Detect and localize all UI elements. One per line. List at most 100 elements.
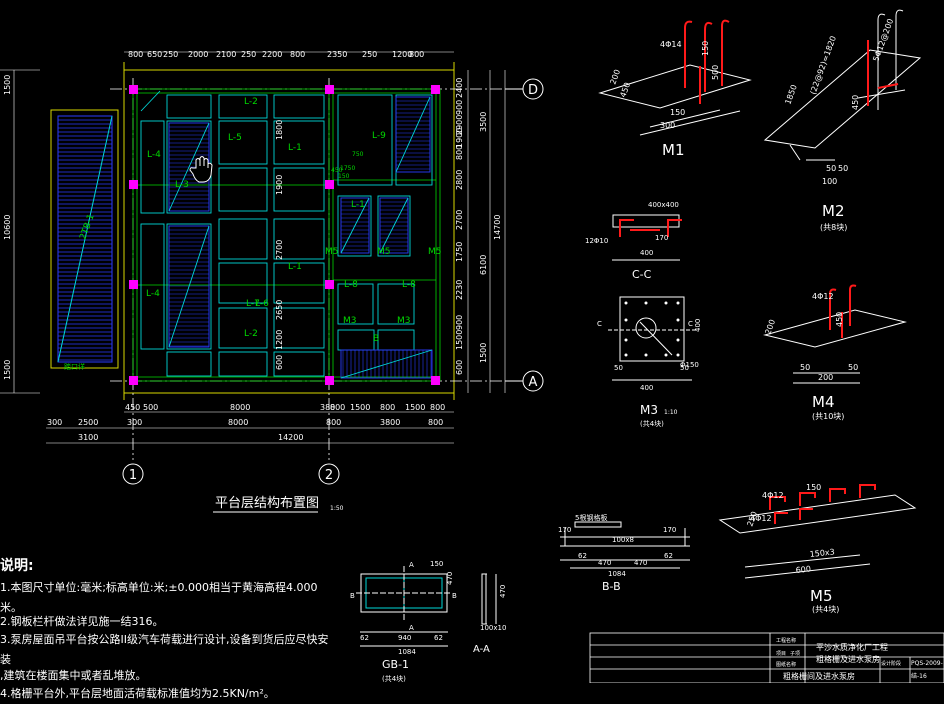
plan-title: 平台层结构布置图 xyxy=(215,496,319,511)
right-dim: 3500 xyxy=(479,112,488,132)
bottom-dim: 800 xyxy=(380,403,395,412)
gb-dim: B xyxy=(452,592,457,600)
bolt-hole xyxy=(664,353,668,357)
m5-dim: 4Φ12 xyxy=(762,491,784,500)
bottom-dim: 3100 xyxy=(78,433,98,442)
bottom-dim: 380 xyxy=(320,403,335,412)
top-dim: 1200 xyxy=(392,50,412,59)
m5-dim: 600 xyxy=(795,564,811,575)
beam-label: M3 xyxy=(397,316,411,326)
right-dim: 900 xyxy=(455,100,464,115)
gb-dim: 150 xyxy=(430,560,443,568)
right-dim: 1500 xyxy=(479,343,488,363)
tb-label-item: 项目 xyxy=(776,651,786,657)
top-dim: 2350 xyxy=(327,50,347,59)
gb-dim: A xyxy=(409,561,414,569)
right-dim: 2800 xyxy=(455,170,464,190)
m5-dim: 4Φ12 xyxy=(750,514,772,523)
bolt-hole xyxy=(624,338,628,342)
bb-dim: 5根钢格板 xyxy=(575,513,607,522)
top-dim: 800 xyxy=(128,50,143,59)
gb-sub: (共4块) xyxy=(382,674,406,683)
m1-dim: 4Φ14 xyxy=(660,40,682,49)
beam-label: L-8 xyxy=(344,280,358,290)
m4-dim: 200 xyxy=(763,318,777,335)
bolt-hole xyxy=(676,301,680,305)
hole-dim: 750 xyxy=(352,151,364,158)
detail-m3 xyxy=(608,296,698,381)
note-line: ,建筑在楼面集中或者乱堆放。 xyxy=(0,669,147,682)
beam-label: M3 xyxy=(343,316,357,326)
top-dim: 250 xyxy=(241,50,256,59)
detail-aa xyxy=(481,573,497,625)
m1-dim: 500 xyxy=(711,65,720,80)
hole-dim: 450 xyxy=(331,167,343,174)
m1-dim: 450 xyxy=(618,81,632,98)
bottom-dim: 800 xyxy=(330,403,345,412)
mid-dim: 1900 xyxy=(275,175,284,195)
top-dim: 2100 xyxy=(216,50,236,59)
mid-dim: 600 xyxy=(275,355,284,370)
axis-label-a: A xyxy=(529,375,538,390)
beam-label: L-9 xyxy=(372,131,386,141)
mid-dim: 2700 xyxy=(275,240,284,260)
m4-sub: (共10块) xyxy=(812,411,844,421)
gb-label: GB-1 xyxy=(382,658,409,671)
m1-dim: 150 xyxy=(701,41,710,56)
beam-label: L-1 xyxy=(288,262,302,272)
m2-dim: 100 xyxy=(822,177,837,186)
bb-dim: 62 xyxy=(664,552,673,560)
bb-dim: 1084 xyxy=(608,570,626,578)
m2-dim: (22@92)=1820 xyxy=(808,35,838,96)
m5-sub: (共4块) xyxy=(812,604,839,614)
right-dim: 1750 xyxy=(455,242,464,262)
tb-label-project: 工程名称 xyxy=(776,637,796,644)
top-dim: 800 xyxy=(290,50,305,59)
detail-bb xyxy=(560,521,690,569)
m4-label: M4 xyxy=(812,393,835,411)
bb-dim: 62 xyxy=(578,552,587,560)
tb-drawing2: 粗格栅间及进水泵房 xyxy=(783,671,855,681)
m2-dim: 5Φ12@200 xyxy=(871,17,895,62)
bb-label: B-B xyxy=(602,580,621,593)
bottom-dim: 3800 xyxy=(380,418,400,427)
bottom-dim: 8000 xyxy=(230,403,250,412)
note-line: 2.钢板栏杆做法详见施一结316。 xyxy=(0,615,164,628)
bottom-dim: 1500 xyxy=(405,403,425,412)
top-dim: 800 xyxy=(409,50,424,59)
tb-sheet: 结-16 xyxy=(911,672,927,680)
right-dim: 1500 xyxy=(455,330,464,350)
stair-label: 2TB-1 xyxy=(78,213,96,241)
right-dim: 1900 xyxy=(455,128,464,148)
top-dim: 650 xyxy=(147,50,162,59)
cc-dim: 400 xyxy=(640,249,653,257)
m2-sub: (共8块) xyxy=(820,222,847,232)
m2-dim: 50 xyxy=(826,164,836,173)
m3-dim: 50 xyxy=(614,364,623,372)
aa-label: A-A xyxy=(473,644,490,655)
bb-dim: 100x8 xyxy=(612,536,634,544)
beam-label: L-3 xyxy=(175,180,189,190)
note-line: 3.泵房屋面吊平台按公路II级汽车荷载进行设计,设备到货后应尽快安装 xyxy=(0,633,329,666)
title-block xyxy=(589,632,944,683)
aa-dim: 100x10 xyxy=(480,624,506,632)
beam-label: L-5 xyxy=(228,133,242,143)
axis-label-2: 2 xyxy=(325,468,333,483)
m3-scale: 1:10 xyxy=(664,409,678,416)
note-line: 4.格栅平台外,平台层地面活荷载标准值均为2.5KN/m²。 xyxy=(0,687,275,700)
gb-dim: 1084 xyxy=(398,648,416,656)
right-dim: 6100 xyxy=(479,255,488,275)
gb-dim: A xyxy=(409,624,414,632)
bottom-dim: 800 xyxy=(428,418,443,427)
bolt-hole xyxy=(664,301,668,305)
m3-label: M3 xyxy=(640,403,658,417)
bolt-hole xyxy=(624,318,628,322)
m3-dim: 50 xyxy=(680,364,689,372)
cc-dim: 12Φ10 xyxy=(585,237,608,245)
bolt-hole xyxy=(624,353,628,357)
bb-dim: 170 xyxy=(558,526,571,534)
right-dim: 900 xyxy=(455,315,464,330)
bolt-hole xyxy=(624,301,628,305)
